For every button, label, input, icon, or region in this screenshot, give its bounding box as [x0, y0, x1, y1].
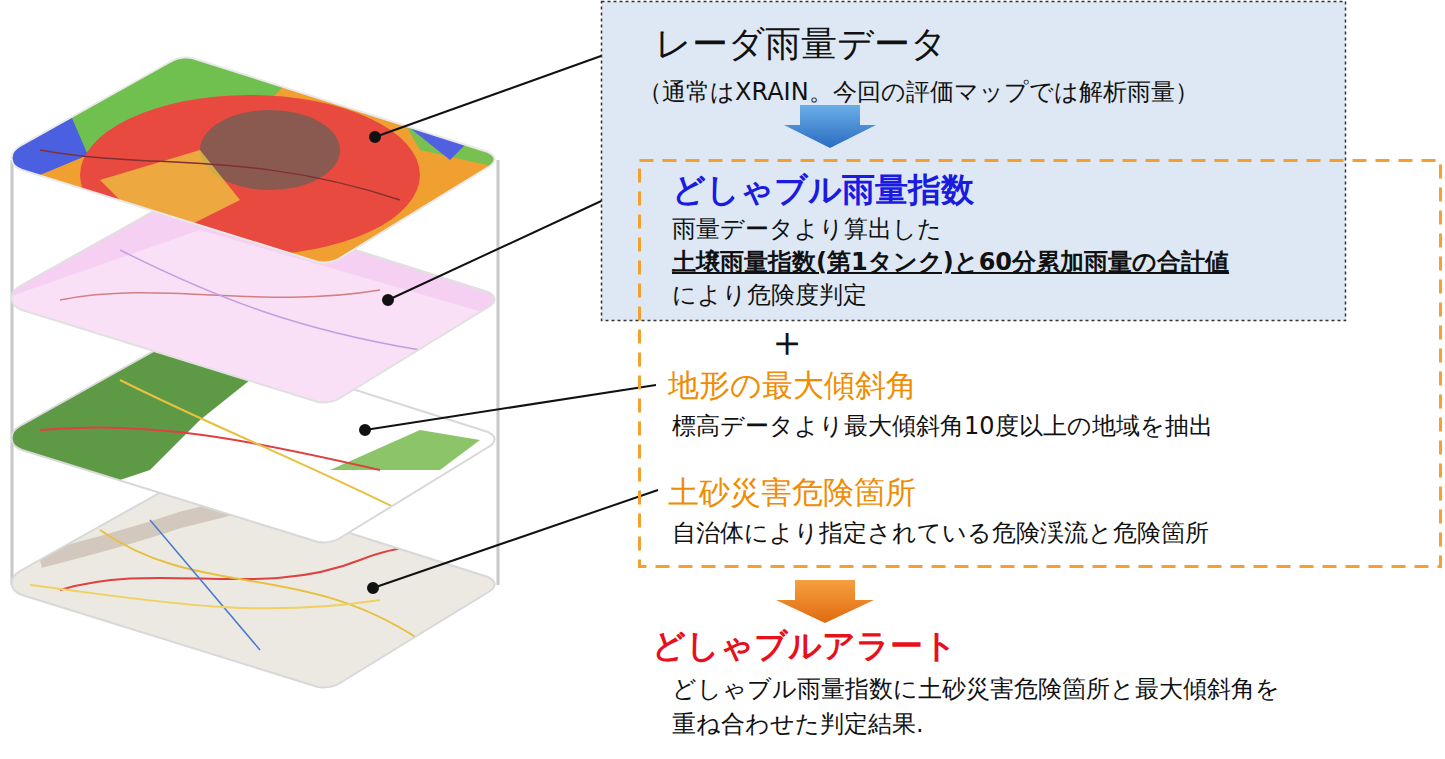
hazard-heading: 土砂災害危険箇所 [668, 472, 916, 514]
hazard-body: 自治体により指定されている危険渓流と危険箇所 [672, 517, 1209, 549]
index-body: により危険度判定 [672, 279, 867, 311]
slope-heading: 地形の最大傾斜角 [668, 365, 917, 407]
alert-heading: どしゃブルアラート [652, 624, 957, 669]
slope-body: 標高データより最大傾斜角10度以上の地域を抽出 [672, 410, 1213, 442]
alert-description: どしゃブル雨量指数に土砂災害危険箇所と最大傾斜角を 重ね合わせた判定結果. [672, 672, 1432, 742]
input-panel: どしゃブル雨量指数雨量データより算出した土壌雨量指数(第1タンク)と60分累加雨… [638, 160, 1442, 568]
plus-sign: ＋ [766, 314, 808, 371]
layer-note: （通常はXRAIN。今回の評価マップでは解析雨量） [638, 76, 1199, 108]
layer-heading: レーダ雨量データ [655, 20, 947, 69]
index-body: 雨量データより算出した [672, 213, 942, 245]
index-body-emphasis: 土壌雨量指数(第1タンク)と60分累加雨量の合計値 [672, 246, 1229, 278]
index-heading: どしゃブル雨量指数 [672, 168, 974, 213]
